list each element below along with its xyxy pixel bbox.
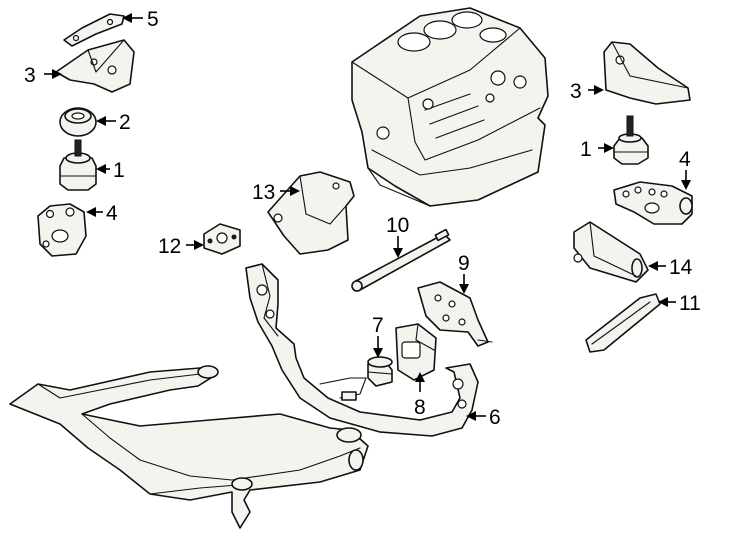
callout-5-number: 5	[147, 8, 159, 31]
callout-1-left-number: 1	[113, 159, 125, 182]
callout-11-number: 11	[679, 292, 701, 315]
callout-1-right: 1	[580, 138, 614, 161]
callout-4-right-number: 4	[679, 148, 691, 171]
callout-14: 14	[648, 256, 693, 279]
callout-9: 9	[458, 252, 470, 294]
callout-13-number: 13	[252, 181, 275, 204]
callout-2-number: 2	[119, 111, 131, 134]
callout-14-number: 14	[669, 256, 693, 279]
callout-8-number: 8	[414, 396, 426, 419]
part-1-right-illustration	[613, 115, 649, 165]
callout-1-left: 1	[96, 159, 125, 182]
crossmember-bracket-illustration	[245, 263, 479, 437]
callout-9-number: 9	[458, 252, 470, 275]
callout-3-left: 3	[24, 64, 62, 87]
part-14-illustration	[573, 221, 649, 283]
callout-13: 13	[252, 181, 300, 204]
callout-3-right: 3	[570, 80, 604, 103]
callout-7: 7	[372, 314, 384, 358]
part-13-illustration	[267, 171, 355, 255]
callout-5: 5	[122, 8, 159, 31]
part-4-left-illustration	[37, 203, 87, 257]
part-3-right-illustration	[603, 41, 691, 105]
part-1-left-illustration	[59, 139, 97, 191]
callout-4-right: 4	[679, 148, 691, 190]
part-2-illustration	[59, 107, 97, 137]
part-10-illustration	[351, 228, 451, 292]
callout-3-right-number: 3	[570, 80, 582, 103]
part-12-illustration	[203, 223, 241, 255]
callout-4-left: 4	[86, 202, 118, 225]
part-5-illustration	[63, 13, 125, 47]
callout-12-number: 12	[158, 235, 181, 258]
part-11-illustration	[585, 293, 661, 353]
callout-1-right-number: 1	[580, 138, 592, 161]
subframe-illustration	[9, 365, 369, 529]
callout-7-number: 7	[372, 314, 384, 337]
callout-4-left-number: 4	[106, 202, 118, 225]
engine-block-illustration	[351, 7, 549, 207]
callout-6-number: 6	[489, 406, 501, 429]
callout-12: 12	[158, 235, 204, 258]
callout-8: 8	[414, 372, 426, 419]
callout-2: 2	[96, 111, 131, 134]
callout-10-number: 10	[386, 214, 409, 237]
part-7-illustration	[367, 356, 393, 387]
callout-6: 6	[466, 406, 501, 429]
callout-10: 10	[386, 214, 409, 258]
part-9-illustration	[417, 281, 493, 347]
part-8-illustration	[395, 323, 437, 381]
callout-3-left-number: 3	[24, 64, 36, 87]
callout-11: 11	[658, 292, 701, 315]
part-3-left-illustration	[55, 39, 135, 93]
part-4-right-illustration	[613, 181, 693, 225]
